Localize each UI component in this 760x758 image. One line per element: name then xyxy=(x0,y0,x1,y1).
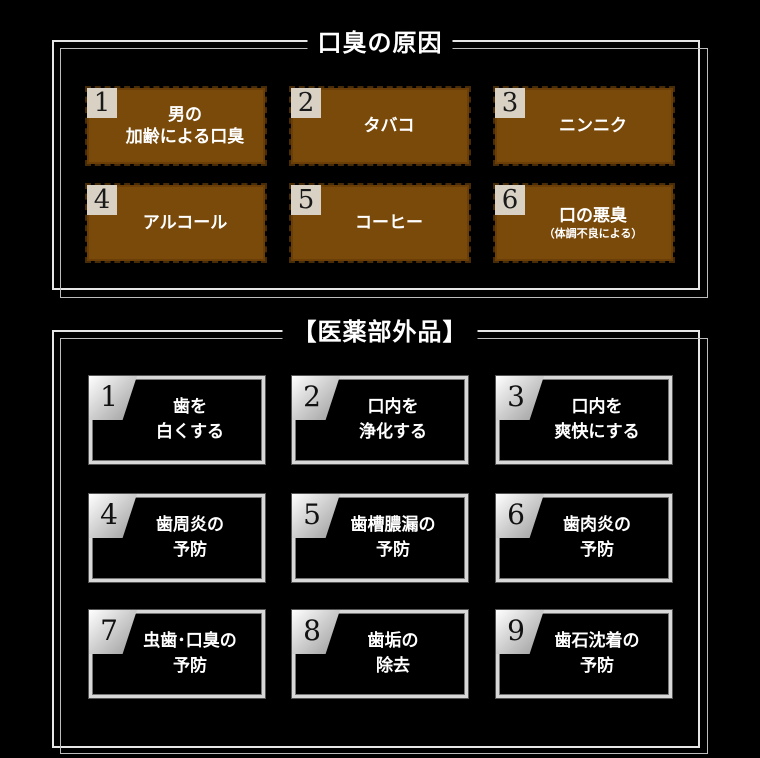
card-number: 9 xyxy=(507,614,525,647)
card-label: 口内を xyxy=(367,397,419,417)
card-label: 男の xyxy=(168,105,202,125)
effect-card-9: 9 歯石沈着の 予防 xyxy=(496,610,672,698)
effect-card-3: 3 口内を 爽快にする xyxy=(496,376,672,464)
effect-card-2: 2 口内を 浄化する xyxy=(292,376,468,464)
card-number: 4 xyxy=(100,498,118,531)
card-label-2: 白くする xyxy=(156,422,224,442)
cause-card-5: 5 コーヒー xyxy=(289,183,471,263)
card-label: ニンニク xyxy=(559,116,627,136)
card-number: 1 xyxy=(87,88,117,118)
cause-section-title: 口臭の原因 xyxy=(307,28,453,58)
card-sublabel: （体調不良による） xyxy=(543,227,643,240)
card-number: 7 xyxy=(100,614,118,647)
card-label-2: 爽快にする xyxy=(554,422,640,442)
card-label: 歯肉炎の xyxy=(563,515,631,535)
card-label: 歯垢の xyxy=(367,631,419,651)
cause-card-4: 4 アルコール xyxy=(85,183,267,263)
card-label-2: 除去 xyxy=(376,656,410,676)
card-label: アルコール xyxy=(142,213,228,233)
cause-card-1: 1 男の 加齢による口臭 xyxy=(85,86,267,166)
effect-card-4: 4 歯周炎の 予防 xyxy=(89,494,265,582)
cause-card-6: 6 口の悪臭 （体調不良による） xyxy=(493,183,675,263)
card-label: 歯を xyxy=(173,397,207,417)
card-number: 3 xyxy=(507,380,525,413)
card-number: 5 xyxy=(291,185,321,215)
cause-card-2: 2 タバコ xyxy=(289,86,471,166)
effect-card-7: 7 虫歯･口臭の 予防 xyxy=(89,610,265,698)
card-label: コーヒー xyxy=(355,213,423,233)
card-number: 1 xyxy=(100,380,118,413)
card-label-2: 浄化する xyxy=(359,422,427,442)
card-number: 5 xyxy=(303,498,321,531)
card-label: 口内を xyxy=(571,397,623,417)
card-label: 口の悪臭 xyxy=(559,206,627,226)
card-label-2: 加齢による口臭 xyxy=(125,127,245,147)
quasi-drug-section-title: 【医薬部外品】 xyxy=(282,317,478,347)
card-label: 虫歯･口臭の xyxy=(143,631,237,651)
card-number: 8 xyxy=(303,614,321,647)
card-number: 4 xyxy=(87,185,117,215)
card-number: 2 xyxy=(291,88,321,118)
cause-card-3: 3 ニンニク xyxy=(493,86,675,166)
card-label-2: 予防 xyxy=(580,656,614,676)
card-label: 歯槽膿漏の xyxy=(350,515,436,535)
effect-card-5: 5 歯槽膿漏の 予防 xyxy=(292,494,468,582)
card-label-2: 予防 xyxy=(173,540,207,560)
card-label: 歯石沈着の xyxy=(554,631,640,651)
card-label-2: 予防 xyxy=(173,656,207,676)
card-number: 2 xyxy=(303,380,321,413)
card-label-2: 予防 xyxy=(580,540,614,560)
card-number: 6 xyxy=(507,498,525,531)
card-label-2: 予防 xyxy=(376,540,410,560)
card-number: 3 xyxy=(495,88,525,118)
card-label: 歯周炎の xyxy=(156,515,224,535)
card-label: タバコ xyxy=(363,116,415,136)
effect-card-8: 8 歯垢の 除去 xyxy=(292,610,468,698)
card-number: 6 xyxy=(495,185,525,215)
effect-card-6: 6 歯肉炎の 予防 xyxy=(496,494,672,582)
effect-card-1: 1 歯を 白くする xyxy=(89,376,265,464)
